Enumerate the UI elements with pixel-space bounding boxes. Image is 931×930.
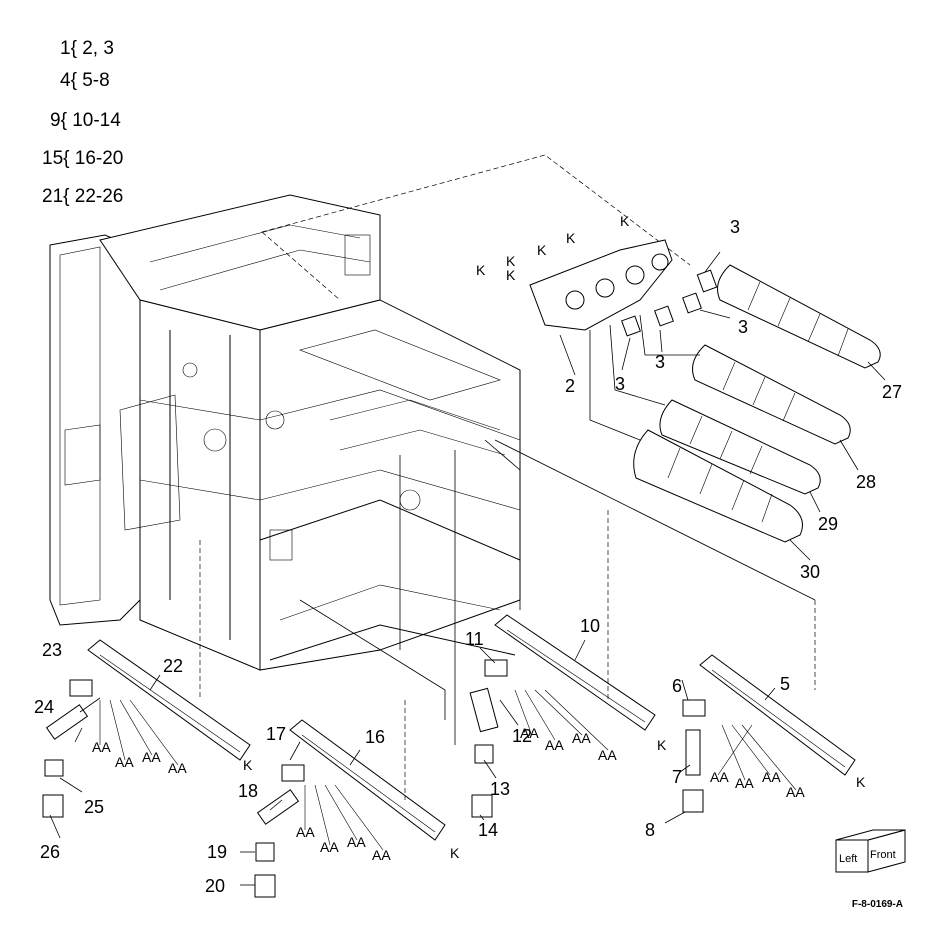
callout-8: 8 (645, 820, 655, 840)
connector-k: K (476, 262, 486, 278)
aa-label: AA (168, 760, 187, 776)
callout-19: 19 (207, 842, 227, 862)
leader-line (589, 330, 641, 441)
legend-children: 2, 3 (82, 38, 114, 59)
callout-29: 29 (818, 514, 838, 534)
aa-label: AA (598, 747, 617, 763)
callout-3: 3 (738, 317, 748, 337)
callout-25: 25 (84, 797, 104, 817)
cube-front-label: Front (870, 849, 896, 861)
callout-3: 3 (730, 217, 740, 237)
legend-parent: 4 (60, 70, 71, 91)
connector-k: K (506, 267, 516, 283)
callout-14: 14 (478, 820, 498, 840)
callout-18: 18 (238, 781, 258, 801)
leader-line (494, 439, 816, 601)
legend-row-2: 4{ 5-8 (60, 70, 110, 91)
toner-cartridge-30 (633, 429, 803, 543)
callout-10: 10 (580, 616, 600, 636)
callout-16: 16 (365, 727, 385, 747)
cube-left-label: Left (839, 853, 857, 865)
callout-17: 17 (266, 724, 286, 744)
callout-26: 26 (40, 842, 60, 862)
callout-30: 30 (800, 562, 820, 582)
legend-children: 22-26 (74, 186, 124, 207)
legend-children: 16-20 (74, 148, 124, 169)
dispense-assembly (529, 239, 673, 331)
legend-parent: 15 (42, 148, 64, 169)
leader-line (639, 314, 700, 356)
connector-k: K (620, 213, 630, 229)
aa-leaders (99, 689, 797, 851)
legend-row-3: 9{ 10-14 (50, 110, 121, 131)
aa-label: AA (347, 834, 366, 850)
callout-6: 6 (672, 676, 682, 696)
callout-24: 24 (34, 697, 54, 717)
aa-label: AA (545, 737, 564, 753)
callout-23: 23 (42, 640, 62, 660)
callout-leaders (49, 251, 886, 886)
pipe-assembly-22 (42, 639, 251, 818)
aa-label: AA (786, 784, 805, 800)
callout-3: 3 (615, 374, 625, 394)
toner-cartridge-29 (659, 399, 821, 495)
connector-k: K (450, 845, 460, 861)
machine-frame (49, 194, 521, 671)
callout-7: 7 (672, 767, 682, 787)
aa-label: AA (762, 769, 781, 785)
toner-cartridge-28 (692, 344, 851, 445)
connector-k: K (856, 774, 866, 790)
legend-parent: 1 (60, 38, 71, 59)
leader-line (484, 439, 521, 610)
aa-label: AA (320, 839, 339, 855)
figure-id: F-8-0169-A (851, 899, 903, 910)
toner-cartridge-27 (717, 264, 881, 369)
pipe-assembly-16 (254, 719, 446, 898)
aa-label: AA (115, 754, 134, 770)
callout-27: 27 (882, 382, 902, 402)
connector-k: K (506, 253, 516, 269)
callout-2: 2 (565, 376, 575, 396)
legend-row-1: 1{ 2, 3 (60, 38, 114, 59)
callout-13: 13 (490, 779, 510, 799)
callout-3: 3 (655, 352, 665, 372)
aa-label: AA (520, 725, 539, 741)
legend-children: 5-8 (82, 70, 110, 91)
pipe-assembly-5 (682, 654, 856, 813)
leader-line (609, 324, 666, 406)
dispenser-parts (621, 269, 718, 337)
legend-row-5: 21{ 22-26 (42, 186, 124, 207)
aa-label: AA (735, 775, 754, 791)
callout-12: 12 (512, 726, 532, 746)
callout-5: 5 (780, 674, 790, 694)
callout-28: 28 (856, 472, 876, 492)
legend-row-4: 15{ 16-20 (42, 148, 124, 169)
callout-22: 22 (163, 656, 183, 676)
legend-parent: 21 (42, 186, 64, 207)
aa-label: AA (710, 769, 729, 785)
orientation-cube: Left Front (835, 829, 906, 873)
ref-line (261, 231, 341, 301)
legend-children: 10-14 (72, 110, 121, 131)
ref-line (261, 154, 691, 266)
pipe-assembly-10 (469, 614, 656, 818)
aa-label: AA (572, 730, 591, 746)
connector-k: K (537, 242, 547, 258)
legend-parent: 9 (50, 110, 61, 131)
aa-label: AA (296, 824, 315, 840)
connector-k: K (566, 230, 576, 246)
leader-line (299, 599, 446, 720)
aa-label: AA (92, 739, 111, 755)
callout-11: 11 (465, 629, 484, 649)
connector-k: K (657, 737, 667, 753)
connector-k: K (243, 757, 253, 773)
aa-label: AA (372, 847, 391, 863)
callout-20: 20 (205, 876, 225, 896)
aa-label: AA (142, 749, 161, 765)
